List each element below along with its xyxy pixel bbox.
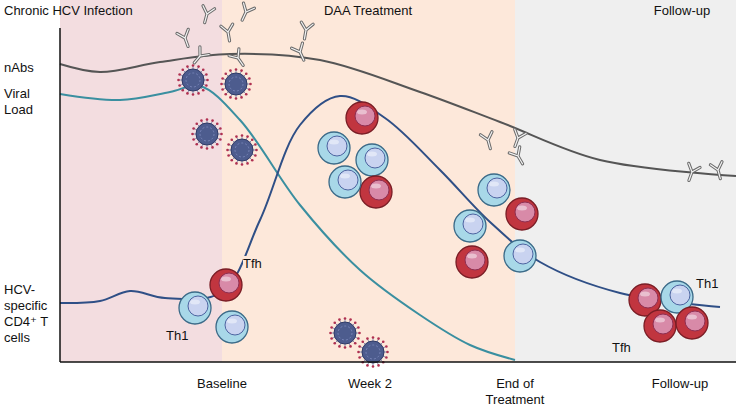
th1-cell (179, 292, 211, 324)
th1-cell (356, 144, 388, 176)
chronic-phase-band (60, 0, 222, 362)
axis-label: nAbs (4, 60, 54, 76)
cell-label: Th1 (696, 276, 726, 292)
tfh-cell (210, 269, 242, 301)
virus-particle (191, 118, 223, 150)
phase-heading: Chronic HCV Infection (4, 3, 164, 19)
timepoint-label: Follow-up (640, 376, 720, 392)
antibody-icon (509, 129, 526, 148)
antibody-icon (683, 163, 700, 182)
antibody-icon (710, 162, 726, 181)
antibody-icon (199, 6, 215, 25)
cell-label: Tfh (243, 256, 269, 272)
virus-particle (220, 68, 252, 100)
tfh-cell (644, 310, 676, 342)
th1-cell (504, 240, 536, 272)
cd4-curve (60, 96, 720, 307)
tfh-cell (676, 307, 708, 339)
timepoint-label: Week 2 (330, 376, 410, 392)
nabs-curve (60, 54, 736, 176)
virus-particle (226, 134, 258, 166)
phase-heading: DAA Treatment (308, 3, 428, 19)
axis-label: HCV-specific CD4⁺ T cells (4, 282, 58, 346)
timepoint-label: End of Treatment (475, 376, 555, 408)
viral-load-curve (60, 85, 515, 360)
virus-particle (329, 317, 361, 349)
th1-cell (478, 174, 510, 206)
follow-up-band (515, 0, 736, 362)
tfh-cell (456, 246, 488, 278)
cell-label: Tfh (612, 340, 640, 356)
th1-cell (318, 132, 350, 164)
th1-cell (329, 166, 361, 198)
antibody-icon (292, 43, 310, 63)
antibody-icon (509, 147, 527, 167)
x-axis (60, 361, 736, 363)
antibody-icon (190, 47, 209, 67)
antibody-icon (237, 3, 255, 23)
virus-particle (177, 64, 209, 96)
timepoint-label: Baseline (182, 376, 262, 392)
th1-cell (454, 210, 486, 242)
phase-heading: Follow-up (640, 3, 724, 19)
tfh-cell (360, 176, 392, 208)
virus-particle (357, 336, 389, 368)
th1-cell (216, 311, 248, 343)
antibody-icon (480, 132, 496, 151)
y-axis (59, 28, 61, 362)
antibody-icon (229, 49, 248, 69)
tfh-cell (506, 198, 538, 230)
antibody-icon (299, 22, 314, 40)
axis-label: Viral Load (4, 86, 48, 118)
cell-label: Th1 (166, 328, 192, 344)
antibody-icon (221, 24, 236, 42)
tfh-cell (346, 102, 378, 134)
antibody-icon (177, 29, 194, 48)
